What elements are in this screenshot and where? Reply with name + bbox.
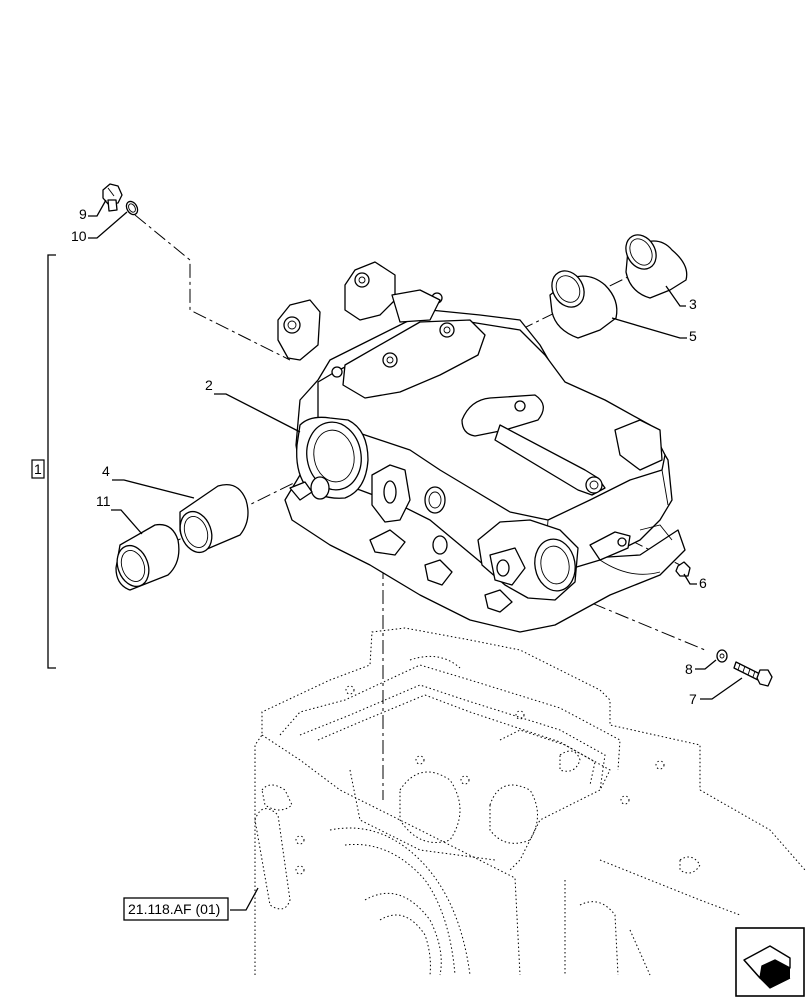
callout-3: 3 xyxy=(689,296,697,312)
callout-1: 1 xyxy=(34,461,42,477)
washer-item-8 xyxy=(716,649,728,663)
transmission-housing-outline xyxy=(254,627,806,976)
leader-lines xyxy=(88,199,743,911)
plug-item-9 xyxy=(102,183,123,212)
callout-2: 2 xyxy=(205,377,213,393)
seal-ring-item-10 xyxy=(125,200,139,216)
callout-6: 6 xyxy=(699,575,707,591)
next-page-arrow-icon[interactable] xyxy=(735,927,805,997)
group-bracket xyxy=(47,254,56,669)
lift-housing xyxy=(277,261,686,633)
callout-11: 11 xyxy=(96,493,111,509)
callout-8: 8 xyxy=(685,661,693,677)
reference-label: 21.118.AF (01) xyxy=(128,901,220,917)
callout-5: 5 xyxy=(689,328,697,344)
reference-box[interactable]: 21.118.AF (01) xyxy=(123,897,229,921)
callout-7: 7 xyxy=(689,691,697,707)
callout-9: 9 xyxy=(79,206,87,222)
callout-10: 10 xyxy=(71,228,87,244)
bolt-item-7 xyxy=(733,661,773,687)
callout-1-box: 1 xyxy=(31,459,45,479)
fitting-item-6 xyxy=(675,561,691,577)
callout-4: 4 xyxy=(102,463,110,479)
bushing-item-11 xyxy=(115,523,180,591)
bushing-item-3 xyxy=(625,234,688,299)
bushing-item-4 xyxy=(179,483,249,554)
bushing-item-5 xyxy=(549,270,618,339)
